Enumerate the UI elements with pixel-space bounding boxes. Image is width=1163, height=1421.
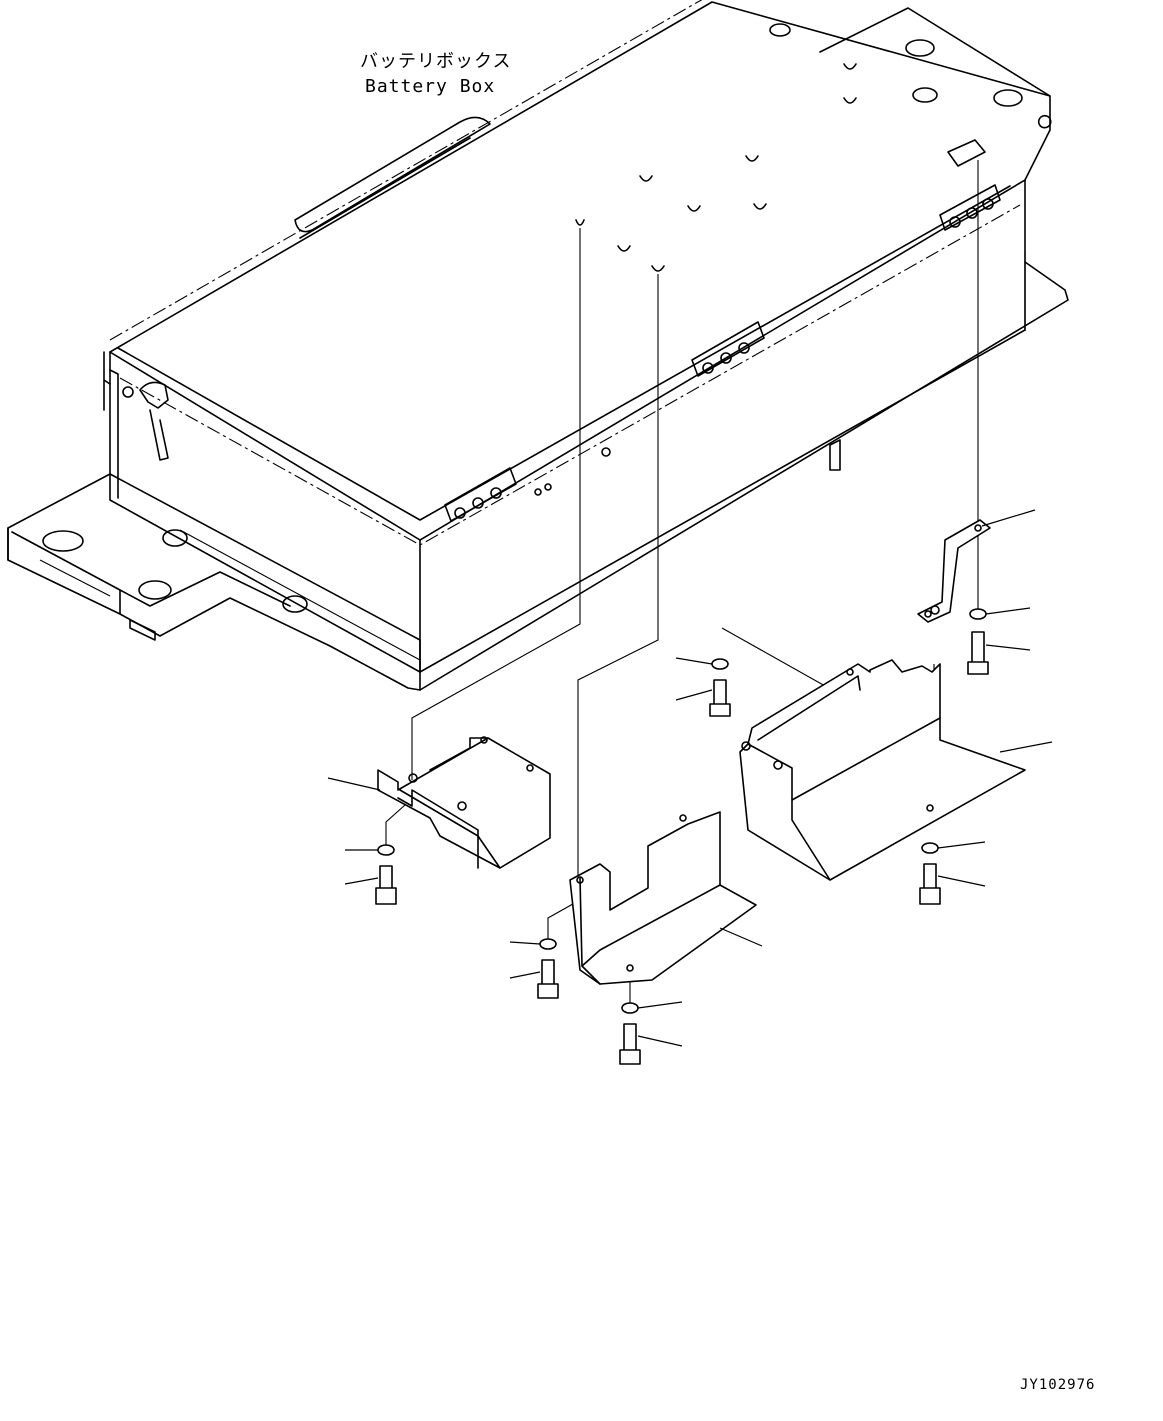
latch xyxy=(122,381,169,461)
battery-box-title-en: Battery Box xyxy=(365,76,495,97)
fasteners xyxy=(375,608,989,1065)
cover-center xyxy=(569,811,757,985)
cover-right xyxy=(739,659,1026,881)
callout-leaders xyxy=(327,509,1053,1047)
battery-box xyxy=(7,0,1069,691)
bracket-top-right xyxy=(917,519,991,623)
battery-box-title-jp: バッテリボックス xyxy=(360,51,511,72)
drawing-code: JY102976 xyxy=(1020,1377,1095,1393)
hinge-right xyxy=(939,184,1001,231)
hinge-center xyxy=(691,321,765,377)
hinge-left xyxy=(444,467,517,522)
cover-left xyxy=(377,736,551,869)
